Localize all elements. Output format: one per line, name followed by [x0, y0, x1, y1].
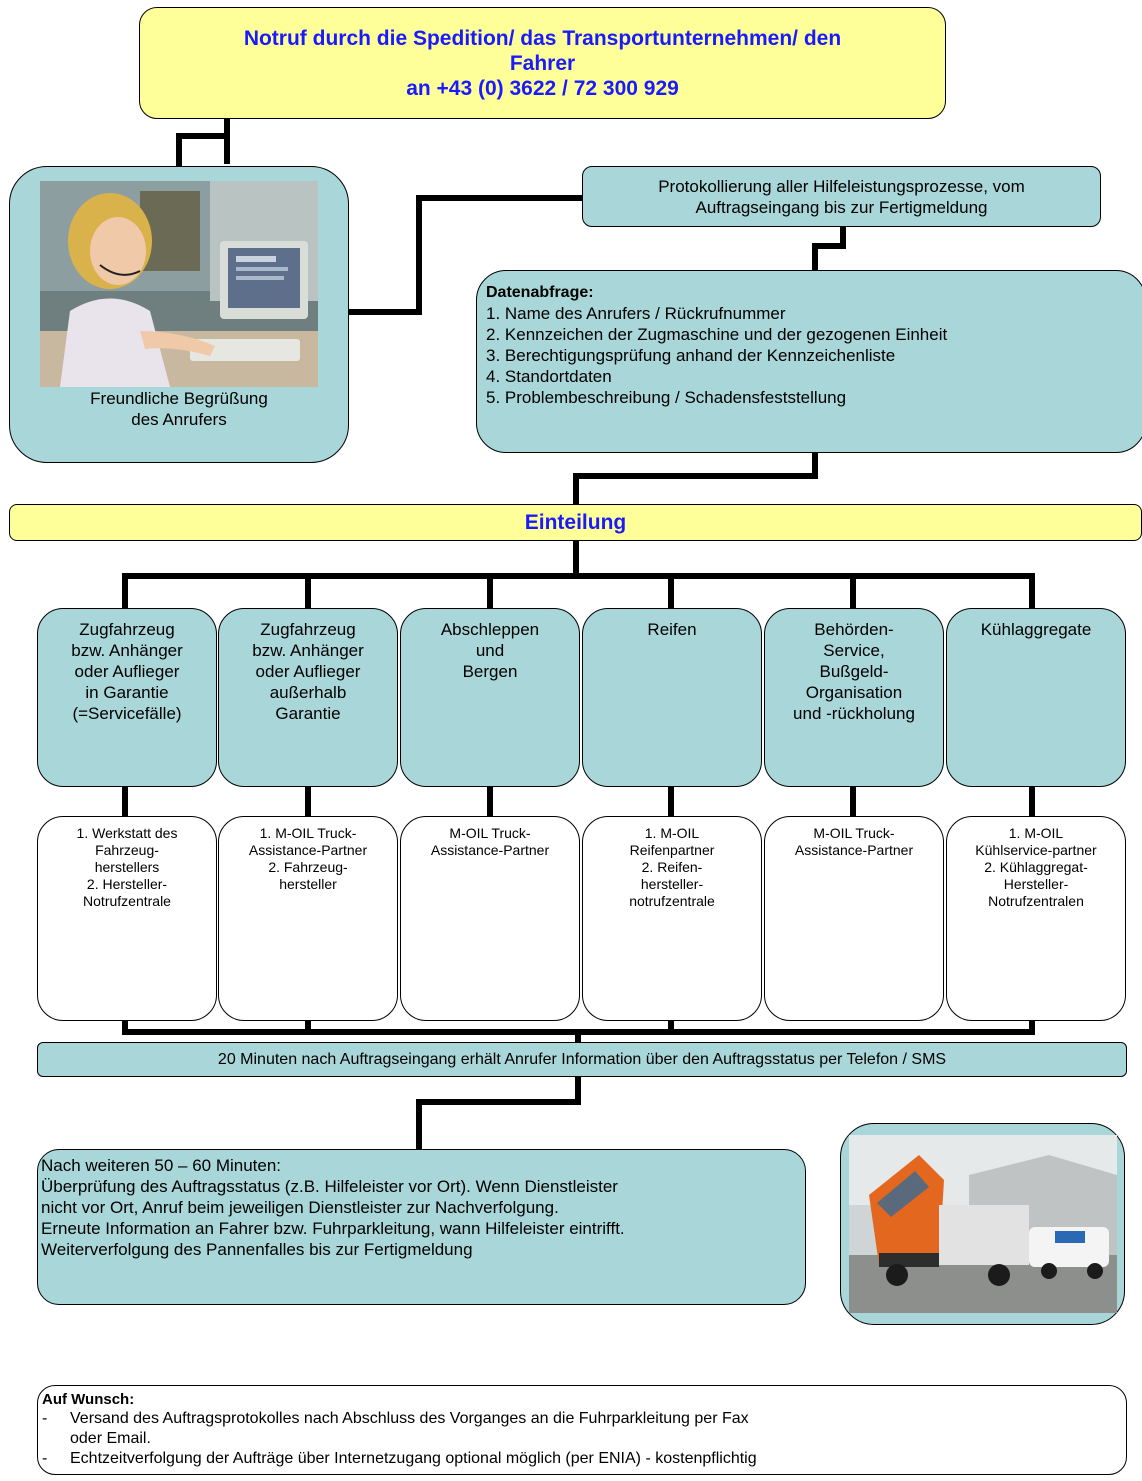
call-center-agent-photo: [40, 181, 318, 387]
connector-line: [122, 573, 1035, 579]
greeting-caption: Freundliche Begrüßung des Anrufers: [90, 389, 268, 429]
connector-line: [416, 195, 422, 315]
connector-line: [573, 473, 818, 479]
connector-line: [122, 786, 128, 818]
connector-line: [305, 573, 311, 609]
on-request-box: Auf Wunsch: - Versand des Auftragsprotok…: [37, 1385, 1127, 1475]
data-query-box: Datenabfrage: 1. Name des Anrufers / Rüc…: [476, 270, 1142, 453]
on-request-title: Auf Wunsch:: [42, 1391, 135, 1408]
on-request-item-text: Versand des Auftragsprotokolles nach Abs…: [70, 1410, 749, 1447]
connector-line: [224, 118, 230, 164]
emergency-call-header: Notruf durch die Spedition/ das Transpor…: [139, 7, 946, 119]
call-center-agent-image: [40, 181, 318, 387]
partner-box-refrigeration: 1. M-OIL Kühlservice-partner 2. Kühlaggr…: [946, 816, 1126, 1021]
connector-line: [668, 1020, 674, 1034]
bullet-dash: -: [42, 1410, 48, 1427]
protocol-box: Protokollierung aller Hilfeleistungsproz…: [582, 166, 1101, 227]
connector-line: [812, 452, 818, 477]
classification-bar: Einteilung: [9, 504, 1142, 541]
data-query-item: 4. Standortdaten: [486, 367, 612, 386]
data-query-item: 1. Name des Anrufers / Rückrufnummer: [486, 304, 786, 323]
header-phone-number: an +43 (0) 3622 / 72 300 929: [406, 76, 679, 100]
on-request-item: - Versand des Auftragsprotokolles nach A…: [42, 1409, 1126, 1449]
category-box-authority-service: Behörden- Service, Bußgeld- Organisation…: [764, 608, 944, 787]
connector-line: [668, 573, 674, 609]
connector-line: [812, 243, 846, 249]
truck-photo-box: [840, 1123, 1125, 1325]
category-box-warranty: Zugfahrzeug bzw. Anhänger oder Auflieger…: [37, 608, 217, 787]
connector-line: [487, 786, 493, 818]
category-box-towing: Abschleppen und Bergen: [400, 608, 580, 787]
connector-line: [176, 133, 182, 167]
connector-line: [305, 786, 311, 818]
connector-line: [416, 1099, 422, 1151]
connector-line: [668, 786, 674, 818]
status-info-bar: 20 Minuten nach Auftragseingang erhält A…: [37, 1042, 1127, 1077]
followup-box: Nach weiteren 50 – 60 Minuten: Überprüfu…: [37, 1149, 806, 1305]
header-line-2: Fahrer: [509, 51, 576, 75]
greeting-box: Freundliche Begrüßung des Anrufers: [9, 166, 349, 463]
connector-line: [812, 243, 818, 273]
connector-line: [1029, 1020, 1035, 1034]
connector-line: [176, 133, 230, 139]
connector-line: [416, 1099, 581, 1105]
connector-line: [305, 1020, 311, 1034]
connector-line: [850, 786, 856, 818]
connector-line: [573, 540, 579, 578]
connector-line: [575, 1076, 581, 1104]
category-box-tyres: Reifen: [582, 608, 762, 787]
on-request-item-text: Echtzeitverfolgung der Aufträge über Int…: [70, 1450, 757, 1467]
partner-box-authority-service: M-OIL Truck- Assistance-Partner: [764, 816, 944, 1021]
connector-line: [1029, 573, 1035, 609]
partner-box-warranty: 1. Werkstatt des Fahrzeug- herstellers 2…: [37, 816, 217, 1021]
partner-box-out-of-warranty: 1. M-OIL Truck- Assistance-Partner 2. Fa…: [218, 816, 398, 1021]
connector-line: [122, 1020, 128, 1034]
connector-line: [850, 573, 856, 609]
header-line-1: Notruf durch die Spedition/ das Transpor…: [243, 26, 842, 50]
data-query-item: 2. Kennzeichen der Zugmaschine und der g…: [486, 325, 948, 344]
category-box-out-of-warranty: Zugfahrzeug bzw. Anhänger oder Auflieger…: [218, 608, 398, 787]
data-query-item: 5. Problembeschreibung / Schadensfestste…: [486, 388, 847, 407]
data-query-title: Datenabfrage:: [486, 284, 594, 301]
connector-line: [487, 573, 493, 609]
connector-line: [416, 195, 584, 201]
bullet-dash: -: [42, 1450, 48, 1467]
connector-line: [122, 573, 128, 609]
connector-line: [348, 309, 422, 315]
partner-box-towing: M-OIL Truck- Assistance-Partner: [400, 816, 580, 1021]
partner-box-tyres: 1. M-OIL Reifenpartner 2. Reifen- herste…: [582, 816, 762, 1021]
broken-truck-image: [849, 1135, 1117, 1313]
truck-photo: [849, 1135, 1117, 1313]
connector-line: [1029, 786, 1035, 818]
on-request-item: - Echtzeitverfolgung der Aufträge über I…: [42, 1449, 1126, 1469]
category-box-refrigeration: Kühlaggregate: [946, 608, 1126, 787]
data-query-item: 3. Berechtigungsprüfung anhand der Kennz…: [486, 346, 896, 365]
connector-line: [575, 1029, 581, 1043]
connector-line: [573, 473, 579, 506]
connector-line: [840, 226, 846, 248]
